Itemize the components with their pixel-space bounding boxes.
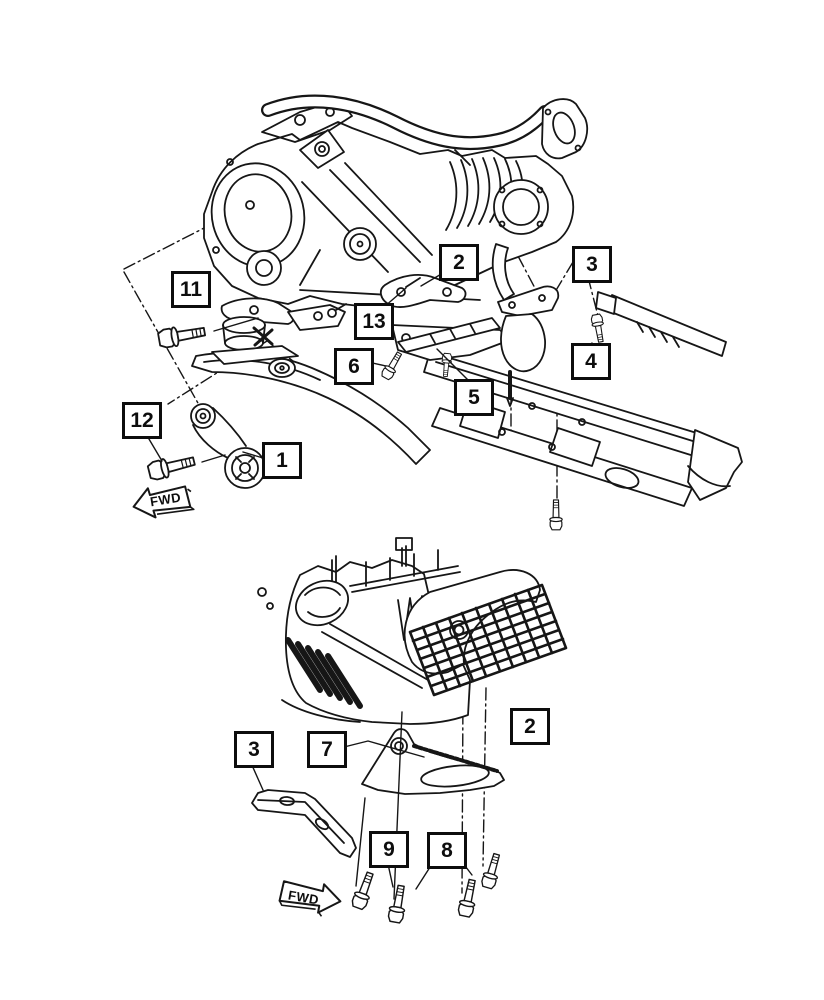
callout-label: 3 [586, 253, 598, 276]
engine-front-view-illustration [123, 94, 743, 531]
callout-top-12[interactable]: 12 [122, 402, 162, 439]
fwd-arrow-top [132, 485, 195, 519]
callout-label: 8 [441, 839, 453, 862]
callout-bottom-3[interactable]: 3 [234, 731, 274, 768]
callout-label: 7 [321, 738, 333, 761]
engine-mount [211, 297, 347, 365]
callout-top-6[interactable]: 6 [334, 348, 374, 385]
callout-label: 4 [585, 350, 597, 373]
subframe-cradle [191, 291, 743, 507]
callout-bottom-7[interactable]: 7 [307, 731, 347, 768]
callout-label: 6 [348, 355, 360, 378]
fwd-arrow-bottom [278, 880, 342, 917]
callout-label: 9 [383, 838, 395, 861]
engine-underside-illustration [250, 537, 568, 925]
coolant-hose [261, 94, 552, 151]
callout-top-2[interactable]: 2 [439, 244, 479, 281]
callout-label: 3 [248, 738, 260, 761]
callout-top-11[interactable]: 11 [171, 271, 211, 308]
callout-label: 12 [130, 409, 154, 432]
callout-top-5[interactable]: 5 [454, 379, 494, 416]
crossmember-grate [403, 569, 568, 697]
structural-cover [361, 728, 505, 795]
callout-top-13[interactable]: 13 [354, 303, 394, 340]
callout-label: 1 [276, 449, 288, 472]
torque-strut [190, 403, 266, 489]
callout-bottom-8[interactable]: 8 [427, 832, 467, 869]
callout-label: 5 [468, 386, 480, 409]
callout-bottom-9[interactable]: 9 [369, 831, 409, 868]
callout-top-1[interactable]: 1 [262, 442, 302, 479]
callout-top-4[interactable]: 4 [571, 343, 611, 380]
exhaust-flange [541, 98, 589, 160]
mount-brackets [379, 243, 560, 407]
callout-label: 2 [453, 251, 465, 274]
callout-label: 11 [179, 278, 203, 301]
callout-top-3[interactable]: 3 [572, 246, 612, 283]
engine-block [203, 99, 575, 309]
support-bracket [251, 789, 357, 858]
callout-label: 2 [524, 715, 536, 738]
callout-label: 13 [362, 310, 386, 333]
callout-bottom-2[interactable]: 2 [510, 708, 550, 745]
